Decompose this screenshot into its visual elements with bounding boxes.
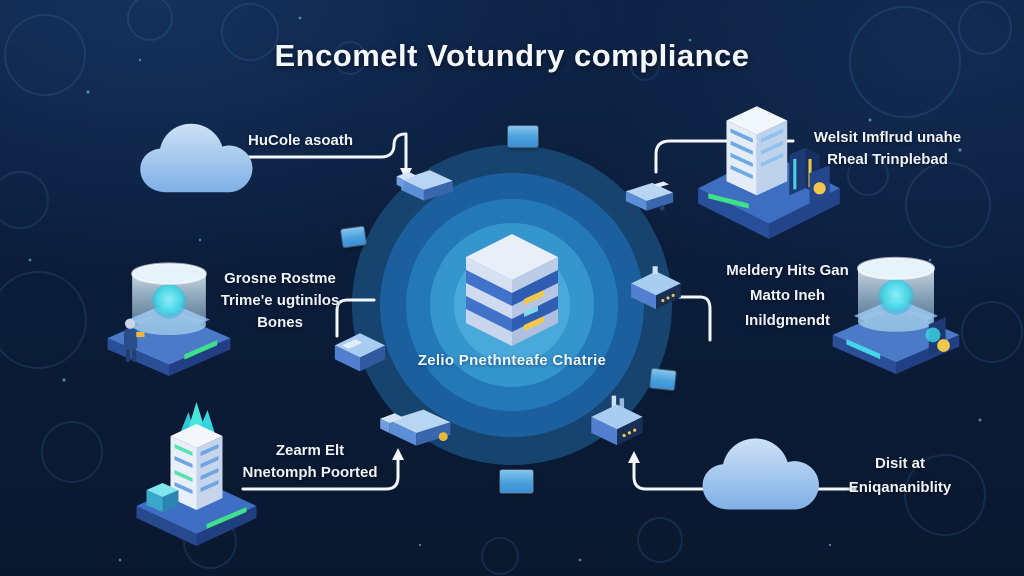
label-line: Rheal Trinplebad [827,151,948,168]
label-line: Nnetomph Poorted [242,464,378,481]
data-panel-right [650,368,676,391]
label-mid-right: Meldery Hits Gan Matto Ineh Inildgmendt [710,258,865,333]
data-panel-left [340,226,367,248]
crystal-tower-icon [136,402,257,546]
worker-figure-icon [123,318,145,362]
arrow-up-icon [628,451,640,463]
data-panel-top [508,126,538,147]
label-line: Bones [257,314,303,331]
cloud-icon [702,438,819,510]
data-panel-bottom [500,470,533,493]
hologram-dome-icon [107,262,231,376]
label-line: Inildgmendt [745,312,830,329]
label-line: Trime'e ugtinilos [220,292,340,309]
antenna-terminal-icon [591,395,643,446]
rover-device-icon [625,181,674,215]
cloud-icon [140,123,253,193]
label-bottom-right: Disit at Eniqananiblity [820,452,980,500]
label-line: Disit at [874,455,925,472]
label-mid-left: Grosne Rostme Trime'e ugtinilos Bones [200,268,360,334]
label-line: HuCole asoath [248,132,354,149]
console-device-icon [334,333,386,372]
lock-terminal-icon [631,266,681,310]
arrow-up-icon [392,448,404,460]
scanner-device-icon [396,170,453,201]
server-building-icon [698,106,840,239]
label-line: Grosne Rostme [224,270,336,287]
hub-label: Zelio Pnethnteafe Chatrie [417,352,607,369]
label-bottom-left: Zearm Elt Nnetomph Poorted [225,440,395,484]
hologram-dome-icon [832,256,960,374]
truck-device-icon [380,409,451,446]
label-line: Zearm Elt [275,442,345,459]
diagram-title: Encomelt Votundry compliance [274,38,750,73]
label-top-left: HuCole asoath [248,130,398,152]
label-line: Eniqananiblity [848,479,952,496]
label-line: Welsit Imflrud unahe [813,129,962,146]
label-top-right: Welsit Imflrud unahe Rheal Trinplebad [795,127,980,171]
label-line: Meldery Hits Gan [726,262,849,279]
server-stack-icon [466,234,558,346]
label-line: Matto Ineh [750,287,825,304]
